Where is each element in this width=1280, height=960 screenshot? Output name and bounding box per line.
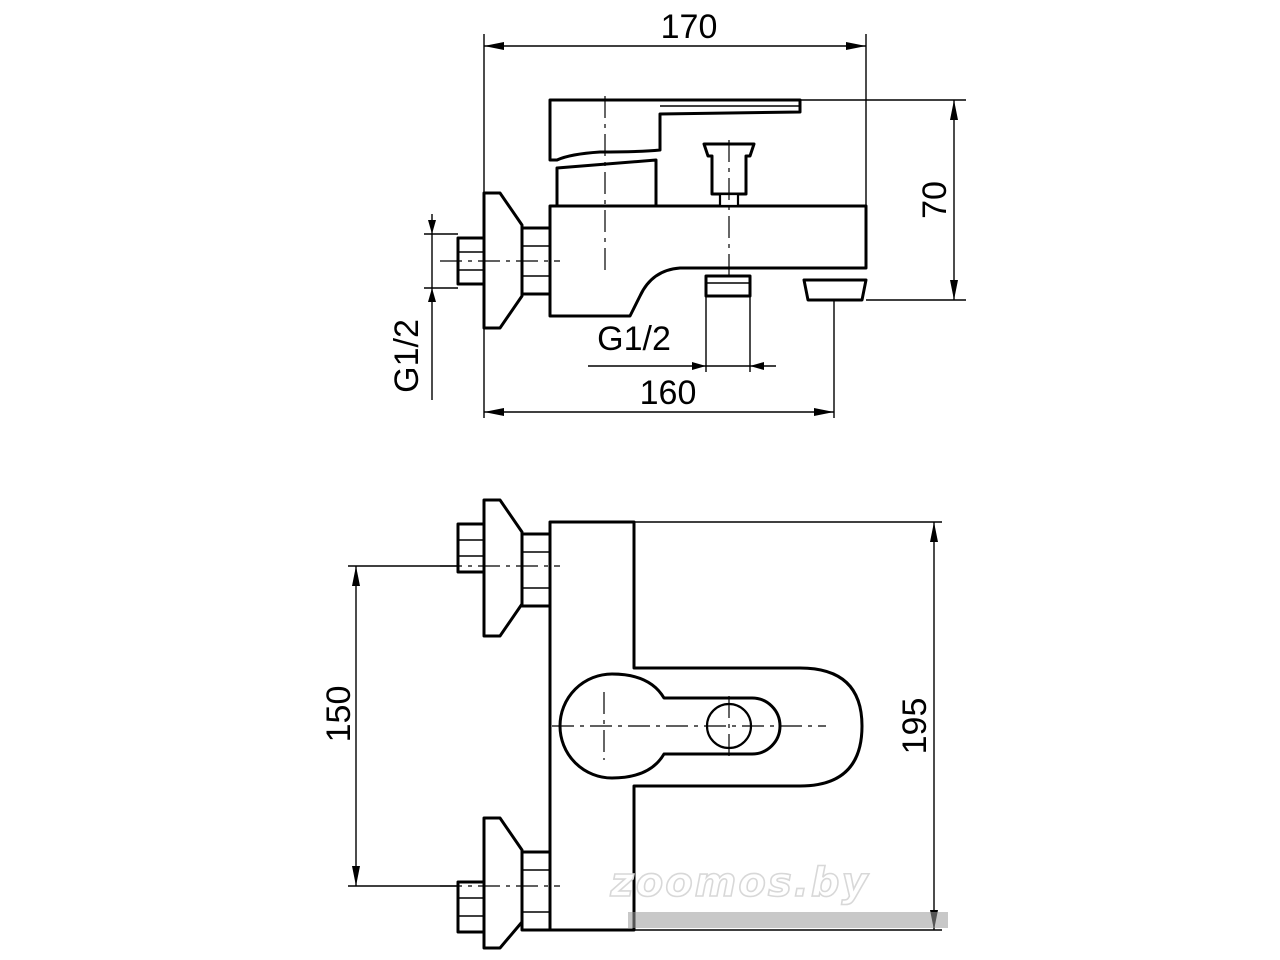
dimension-150: 150 — [320, 565, 458, 887]
dimension-thread-bottom: G1/2 — [588, 296, 776, 372]
lower-union-nut — [520, 850, 552, 932]
upper-inlet — [456, 498, 552, 638]
dimension-thread-left: G1/2 — [388, 214, 458, 400]
watermark-logo: zoomos.by — [609, 859, 948, 928]
upper-inlet-nut — [456, 522, 486, 574]
upper-union-nut — [520, 532, 552, 608]
plan-view: 150 195 zoomos.by — [320, 498, 948, 950]
upper-wall-flange — [482, 498, 524, 638]
dimension-label-195: 195 — [896, 698, 934, 755]
dimension-label-thread-bottom: G1/2 — [597, 320, 671, 358]
mixer-body — [548, 204, 868, 318]
dimension-label-70: 70 — [916, 181, 954, 219]
lower-wall-flange — [482, 816, 524, 950]
dimension-170: 170 — [483, 8, 867, 205]
dimension-70: 70 — [800, 99, 966, 301]
watermark-bar — [628, 912, 948, 928]
dimension-195: 195 — [634, 521, 942, 931]
dimension-label-thread-left: G1/2 — [388, 319, 426, 393]
lever-handle — [548, 98, 802, 162]
spout-outlet — [802, 278, 868, 302]
side-elevation-view: 170 70 G1/2 G1/2 — [388, 8, 966, 418]
lower-inlet-nut — [456, 880, 486, 934]
dimension-160: 160 — [483, 300, 835, 418]
dimension-label-150: 150 — [320, 686, 358, 743]
watermark-text: zoomos.by — [609, 860, 869, 906]
dimension-label-160: 160 — [640, 374, 697, 412]
diverter-base — [704, 274, 752, 298]
cartridge-housing — [555, 158, 658, 208]
dimension-label-170: 170 — [661, 8, 718, 46]
lower-inlet — [456, 816, 552, 950]
